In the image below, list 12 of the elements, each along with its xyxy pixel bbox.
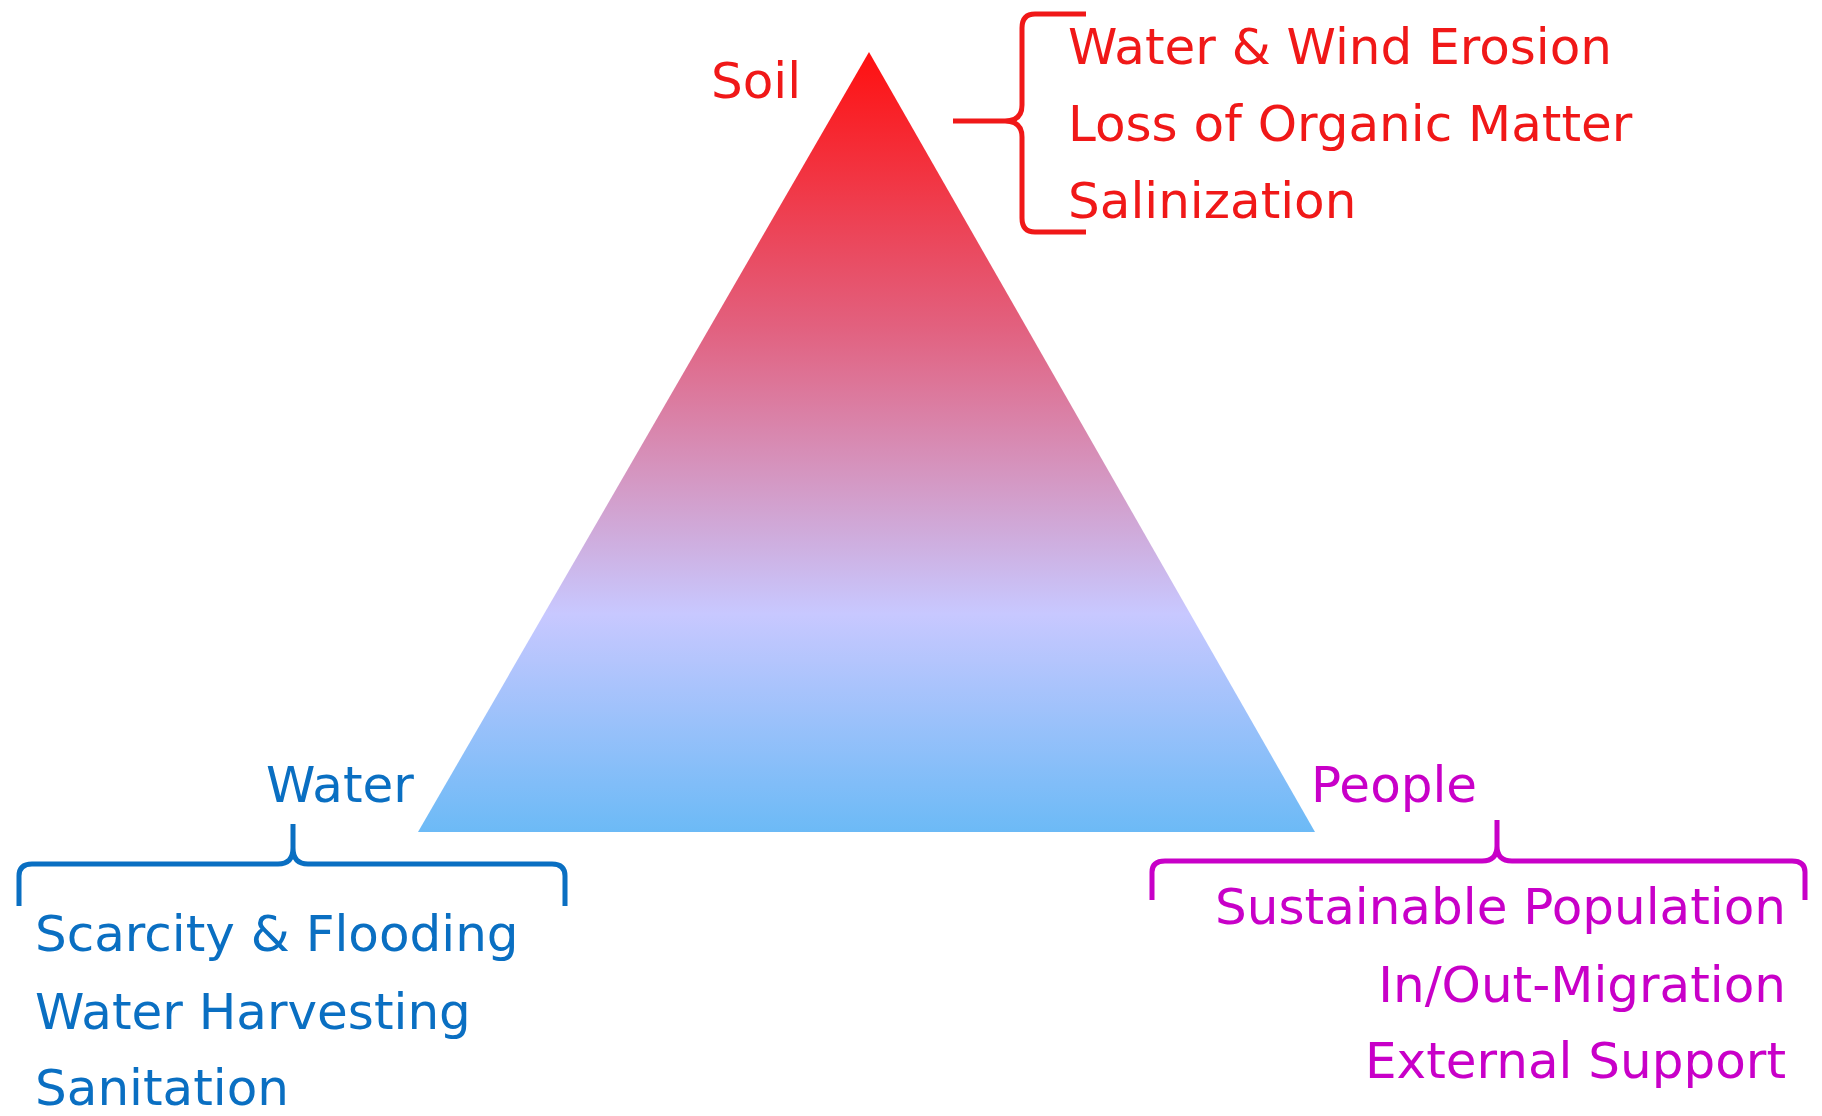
list-item: Sanitation — [35, 1063, 289, 1113]
list-item: Water & Wind Erosion — [1068, 22, 1612, 72]
list-item: Water Harvesting — [35, 987, 471, 1037]
corner-label: Water — [266, 760, 414, 810]
list-item: Salinization — [1068, 176, 1357, 226]
list-item: Scarcity & Flooding — [35, 909, 519, 959]
list-item: Loss of Organic Matter — [1068, 99, 1633, 149]
corner-label: Soil — [711, 56, 802, 106]
corner-label: People — [1311, 760, 1478, 810]
list-item: Sustainable Population — [1215, 882, 1786, 932]
list-item: External Support — [1365, 1036, 1786, 1086]
list-item: In/Out-Migration — [1378, 960, 1786, 1010]
